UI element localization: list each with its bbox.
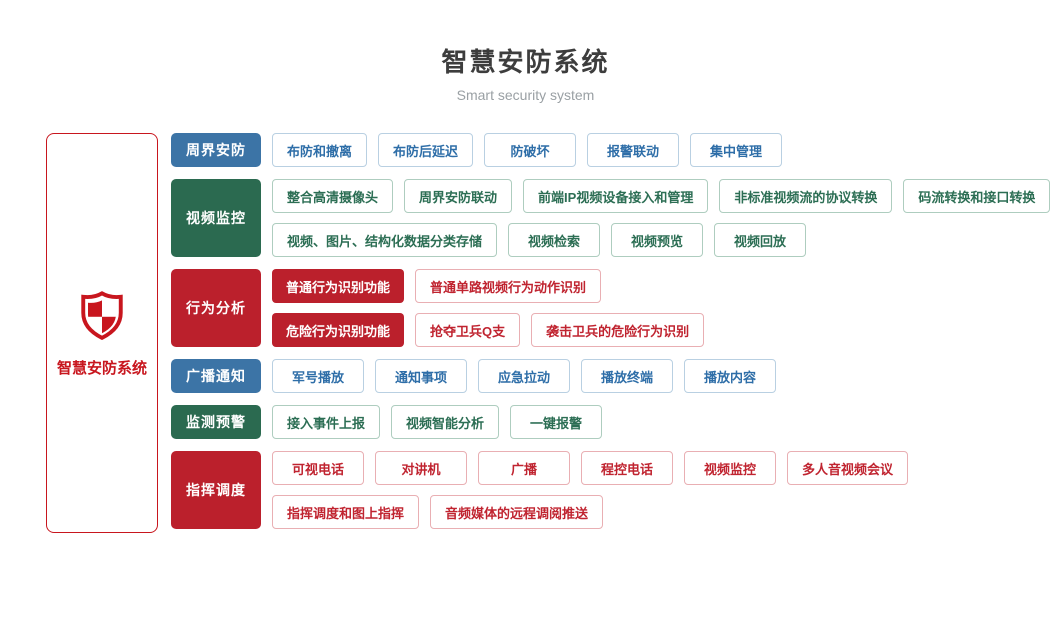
- feature-chip: 指挥调度和图上指挥: [272, 495, 420, 529]
- feature-chip: 非标准视频流的协议转换: [719, 179, 893, 213]
- category-label: 广播通知: [171, 359, 261, 393]
- feature-chip: 集中管理: [690, 133, 783, 167]
- feature-chip: 应急拉动: [478, 359, 570, 393]
- feature-chip: 周界安防联动: [404, 179, 513, 213]
- category-label: 行为分析: [171, 269, 261, 347]
- feature-chip: 袭击卫兵的危险行为识别: [531, 313, 705, 347]
- feature-chip: 抢夺卫兵Q支: [415, 313, 521, 347]
- category-group-1: 视频监控整合高清摄像头周界安防联动前端IP视频设备接入和管理非标准视频流的协议转…: [171, 179, 1051, 257]
- feature-chip: 整合高清摄像头: [272, 179, 394, 213]
- category-rows: 整合高清摄像头周界安防联动前端IP视频设备接入和管理非标准视频流的协议转换码流转…: [272, 179, 1051, 257]
- category-group-2: 行为分析普通行为识别功能普通单路视频行为动作识别危险行为识别功能抢夺卫兵Q支袭击…: [171, 269, 1050, 347]
- feature-chip: 报警联动: [587, 133, 680, 167]
- feature-row: 布防和撤离布防后延迟防破坏报警联动集中管理: [272, 133, 783, 167]
- diagram: 智慧安防系统 周界安防布防和撤离布防后延迟防破坏报警联动集中管理视频监控整合高清…: [46, 133, 1051, 533]
- page-subtitle: Smart security system: [456, 87, 595, 103]
- category-group-4: 监测预警接入事件上报视频智能分析一键报警: [171, 405, 1050, 439]
- category-label: 视频监控: [171, 179, 261, 257]
- feature-chip: 播放内容: [684, 359, 776, 393]
- feature-chip: 布防和撤离: [272, 133, 368, 167]
- category-group-3: 广播通知军号播放通知事项应急拉动播放终端播放内容: [171, 359, 1050, 393]
- feature-chip: 前端IP视频设备接入和管理: [523, 179, 709, 213]
- feature-chip: 码流转换和接口转换: [903, 179, 1051, 213]
- page-title: 智慧安防系统: [441, 47, 610, 77]
- shield-icon: [81, 290, 123, 340]
- category-label: 监测预警: [171, 405, 261, 439]
- feature-row: 指挥调度和图上指挥音频媒体的远程调阅推送: [272, 495, 908, 529]
- feature-chip: 视频预览: [611, 223, 704, 257]
- page-header: 智慧安防系统 Smart security system: [0, 0, 1051, 103]
- feature-chip: 视频回放: [714, 223, 807, 257]
- feature-row: 视频、图片、结构化数据分类存储视频检索视频预览视频回放: [272, 223, 1050, 257]
- feature-chip: 播放终端: [581, 359, 673, 393]
- feature-row: 整合高清摄像头周界安防联动前端IP视频设备接入和管理非标准视频流的协议转换码流转…: [272, 179, 1051, 213]
- category-rows: 军号播放通知事项应急拉动播放终端播放内容: [272, 359, 776, 393]
- feature-chip: 军号播放: [272, 359, 364, 393]
- category-group-5: 指挥调度可视电话对讲机广播程控电话视频监控多人音视频会议指挥调度和图上指挥音频媒…: [171, 451, 1050, 529]
- feature-chip: 一键报警: [510, 405, 603, 439]
- feature-chip: 视频检索: [508, 223, 601, 257]
- feature-chip: 视频、图片、结构化数据分类存储: [272, 223, 498, 257]
- feature-chip: 普通行为识别功能: [272, 269, 405, 303]
- feature-chip: 防破坏: [484, 133, 577, 167]
- category-rows: 接入事件上报视频智能分析一键报警: [272, 405, 603, 439]
- feature-chip: 广播: [478, 451, 570, 485]
- root-node-label: 智慧安防系统: [56, 359, 147, 377]
- feature-chip: 程控电话: [581, 451, 673, 485]
- category-group-0: 周界安防布防和撤离布防后延迟防破坏报警联动集中管理: [171, 133, 1050, 167]
- feature-row: 普通行为识别功能普通单路视频行为动作识别: [272, 269, 704, 303]
- category-groups: 周界安防布防和撤离布防后延迟防破坏报警联动集中管理视频监控整合高清摄像头周界安防…: [171, 133, 1051, 533]
- feature-chip: 视频监控: [684, 451, 776, 485]
- feature-chip: 接入事件上报: [272, 405, 381, 439]
- feature-chip: 多人音视频会议: [787, 451, 909, 485]
- category-label: 周界安防: [171, 133, 261, 167]
- feature-chip: 音频媒体的远程调阅推送: [430, 495, 604, 529]
- category-rows: 布防和撤离布防后延迟防破坏报警联动集中管理: [272, 133, 783, 167]
- feature-chip: 对讲机: [375, 451, 467, 485]
- feature-row: 军号播放通知事项应急拉动播放终端播放内容: [272, 359, 776, 393]
- feature-row: 接入事件上报视频智能分析一键报警: [272, 405, 603, 439]
- feature-chip: 普通单路视频行为动作识别: [415, 269, 602, 303]
- feature-chip: 危险行为识别功能: [272, 313, 405, 347]
- feature-chip: 视频智能分析: [391, 405, 500, 439]
- root-node: 智慧安防系统: [46, 133, 158, 533]
- feature-chip: 通知事项: [375, 359, 467, 393]
- category-rows: 普通行为识别功能普通单路视频行为动作识别危险行为识别功能抢夺卫兵Q支袭击卫兵的危…: [272, 269, 705, 347]
- feature-row: 可视电话对讲机广播程控电话视频监控多人音视频会议: [272, 451, 909, 485]
- feature-chip: 可视电话: [272, 451, 364, 485]
- feature-row: 危险行为识别功能抢夺卫兵Q支袭击卫兵的危险行为识别: [272, 313, 705, 347]
- category-rows: 可视电话对讲机广播程控电话视频监控多人音视频会议指挥调度和图上指挥音频媒体的远程…: [272, 451, 909, 529]
- feature-chip: 布防后延迟: [378, 133, 474, 167]
- category-label: 指挥调度: [171, 451, 261, 529]
